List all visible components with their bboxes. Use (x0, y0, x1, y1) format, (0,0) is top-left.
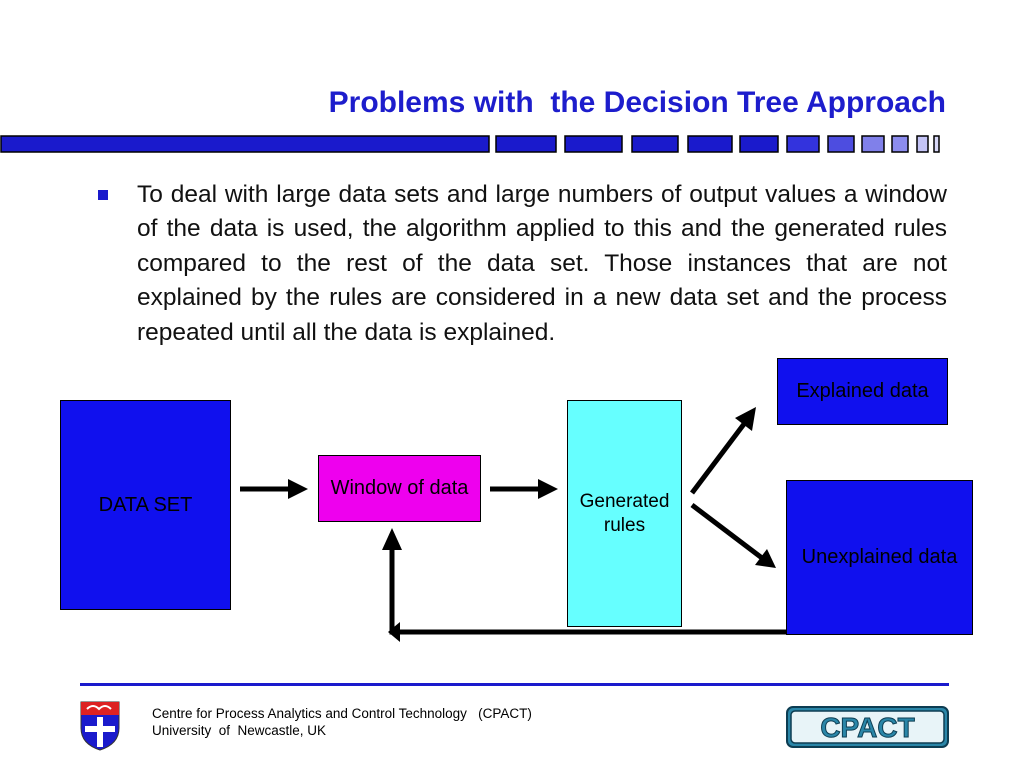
unexplained-data-box: Unexplained data (786, 480, 973, 635)
explained-data-box: Explained data (777, 358, 948, 425)
window-of-data-box: Window of data (318, 455, 481, 522)
window-of-data-label: Window of data (330, 477, 469, 499)
footer-line-2: University of Newcastle, UK (152, 723, 327, 738)
dataset-label: DATA SET (98, 493, 193, 516)
bullet-paragraph: To deal with large data sets and large n… (137, 181, 947, 346)
arrow-window-to-rules (490, 479, 558, 499)
footer-line-1: Centre for Process Analytics and Control… (152, 706, 532, 721)
footer-credit: Centre for Process Analytics and Control… (152, 705, 532, 739)
arrow-unexplained-feedback-to-window (382, 528, 786, 642)
generated-rules-label: Generated rules (579, 490, 670, 536)
explained-data-label: Explained data (796, 380, 929, 402)
cpact-logo: CPACT (786, 706, 949, 748)
arrow-rules-to-explained (690, 407, 756, 495)
bullet-square-icon (98, 190, 108, 200)
slide-title: Problems with the Decision Tree Approach (328, 86, 946, 119)
unexplained-data-label: Unexplained data (801, 546, 958, 568)
dataset-box: DATA SET (60, 400, 231, 610)
arrow-rules-to-unexplained (690, 503, 776, 568)
footer-divider (80, 683, 949, 686)
university-crest-icon (80, 701, 120, 751)
title-underline-bar (0, 135, 940, 153)
svg-text:CPACT: CPACT (820, 712, 914, 743)
arrow-dataset-to-window (240, 479, 308, 499)
generated-rules-box: Generated rules (567, 400, 682, 627)
